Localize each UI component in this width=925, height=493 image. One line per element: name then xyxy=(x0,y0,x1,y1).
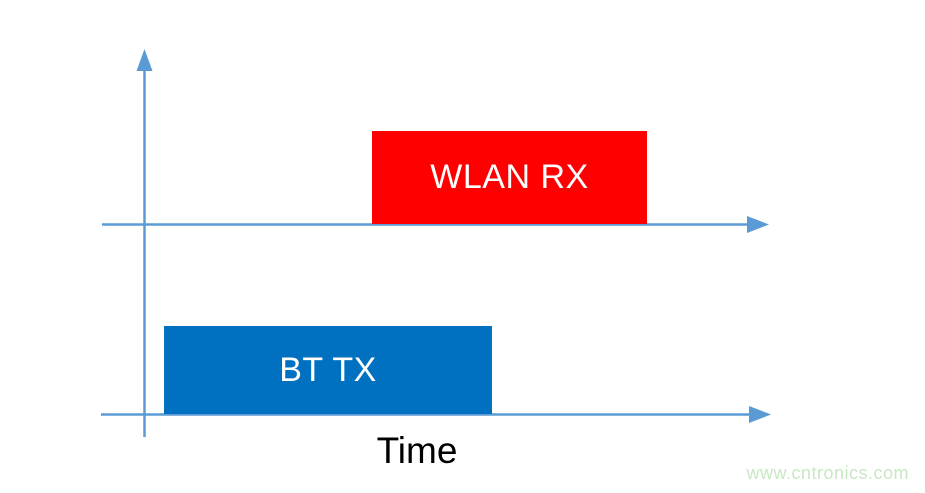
y-axis xyxy=(136,49,153,437)
time-axis-label: Time xyxy=(376,430,458,471)
watermark-text: www.cntronics.com xyxy=(746,463,909,483)
up-arrow-icon xyxy=(136,49,153,71)
wlan-rx-bar: WLAN RX xyxy=(372,131,647,224)
bt-tx-bar: BT TX xyxy=(164,326,492,414)
wlan-rx-label: WLAN RX xyxy=(430,158,589,196)
bt-tx-label: BT TX xyxy=(279,350,377,389)
right-arrow-icon xyxy=(747,216,769,233)
bt-time-axis xyxy=(101,406,771,423)
wlan-time-axis xyxy=(102,216,769,233)
right-arrow-icon xyxy=(749,406,771,423)
